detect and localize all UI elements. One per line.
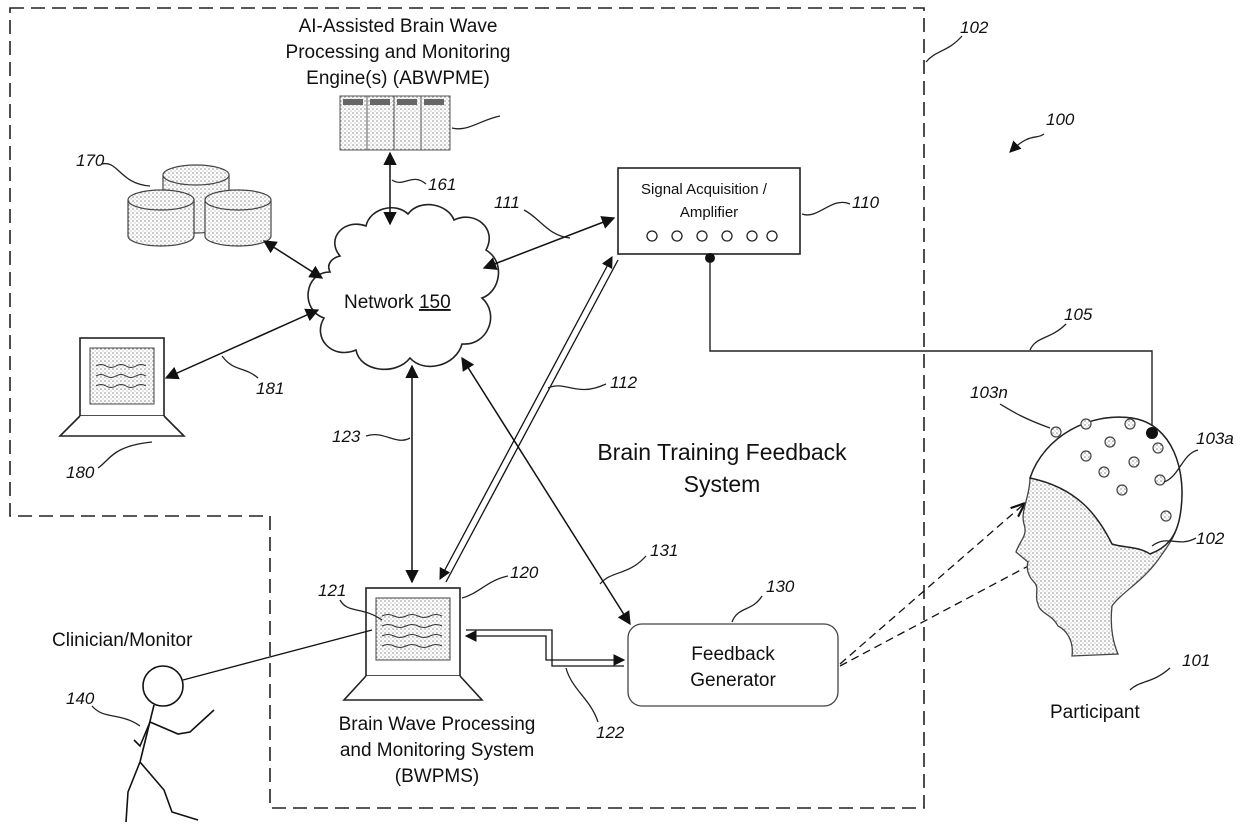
monitor-icon: [344, 588, 482, 700]
participant-label: Participant: [1050, 702, 1140, 723]
clinician-to-bwpms: [183, 630, 372, 680]
feedback-generator-box: [628, 624, 838, 706]
bwpms-ref: 120: [510, 563, 539, 582]
clinician-label: Clinician/Monitor: [52, 630, 193, 651]
electrode-a-ref: 103a: [1196, 429, 1234, 448]
feedback-arrow-upper: [840, 504, 1024, 664]
link-111-ref: 111: [494, 193, 520, 212]
engine-title-line3: Engine(s) (ABWPME): [306, 68, 490, 89]
server-rack-icon: [340, 96, 450, 150]
bwpms-label-line3: (BWPMS): [395, 766, 479, 787]
bwpms-label-line2: and Monitoring System: [340, 740, 534, 761]
feedback-label-line2: Generator: [690, 670, 776, 691]
link-122-ref: 122: [596, 723, 625, 742]
network-number: 150: [419, 292, 451, 313]
system-title-line1: Brain Training Feedback: [597, 439, 847, 465]
cable-ref: 105: [1064, 305, 1093, 324]
cable-105: [710, 262, 1152, 432]
stick-figure-icon: [126, 666, 214, 822]
screen-ref: 121: [318, 581, 346, 600]
db-ref: 170: [76, 151, 105, 170]
amplifier-label-line1: Signal Acquisition /: [641, 181, 768, 198]
bwpms-label-line1: Brain Wave Processing: [339, 714, 536, 735]
engine-title-line2: Processing and Monitoring: [286, 42, 511, 63]
system-ref-100: 100: [1046, 110, 1075, 129]
clinician-ref: 140: [66, 689, 95, 708]
amplifier-ref: 110: [852, 193, 880, 212]
system-title-line2: System: [684, 471, 761, 497]
link-161-ref: 161: [428, 175, 456, 194]
laptop-ref: 180: [66, 463, 95, 482]
link-112-ref: 112: [610, 373, 638, 392]
feedback-ref: 130: [766, 577, 795, 596]
link-122-b: [466, 636, 624, 660]
electrode-n-ref: 103n: [970, 383, 1008, 402]
database-icon: [128, 165, 271, 246]
link-111: [484, 218, 614, 268]
link-181-ref: 181: [256, 379, 284, 398]
engine-title-line1: AI-Assisted Brain Wave: [299, 16, 498, 37]
cloud-icon: [308, 205, 498, 370]
laptop-icon: [60, 338, 184, 436]
cap-ref: 102: [1196, 529, 1225, 548]
link-181: [166, 310, 318, 378]
network-label: Network 150: [344, 292, 451, 313]
link-db-network: [264, 241, 322, 278]
system-ref-102: 102: [960, 18, 989, 37]
participant-ref: 101: [1182, 651, 1210, 670]
head-with-eeg-cap-icon: [1016, 417, 1182, 656]
link-131-ref: 131: [650, 541, 678, 560]
amplifier-label-line2: Amplifier: [680, 204, 738, 221]
feedback-label-line1: Feedback: [691, 644, 775, 665]
link-123-ref: 123: [332, 427, 361, 446]
